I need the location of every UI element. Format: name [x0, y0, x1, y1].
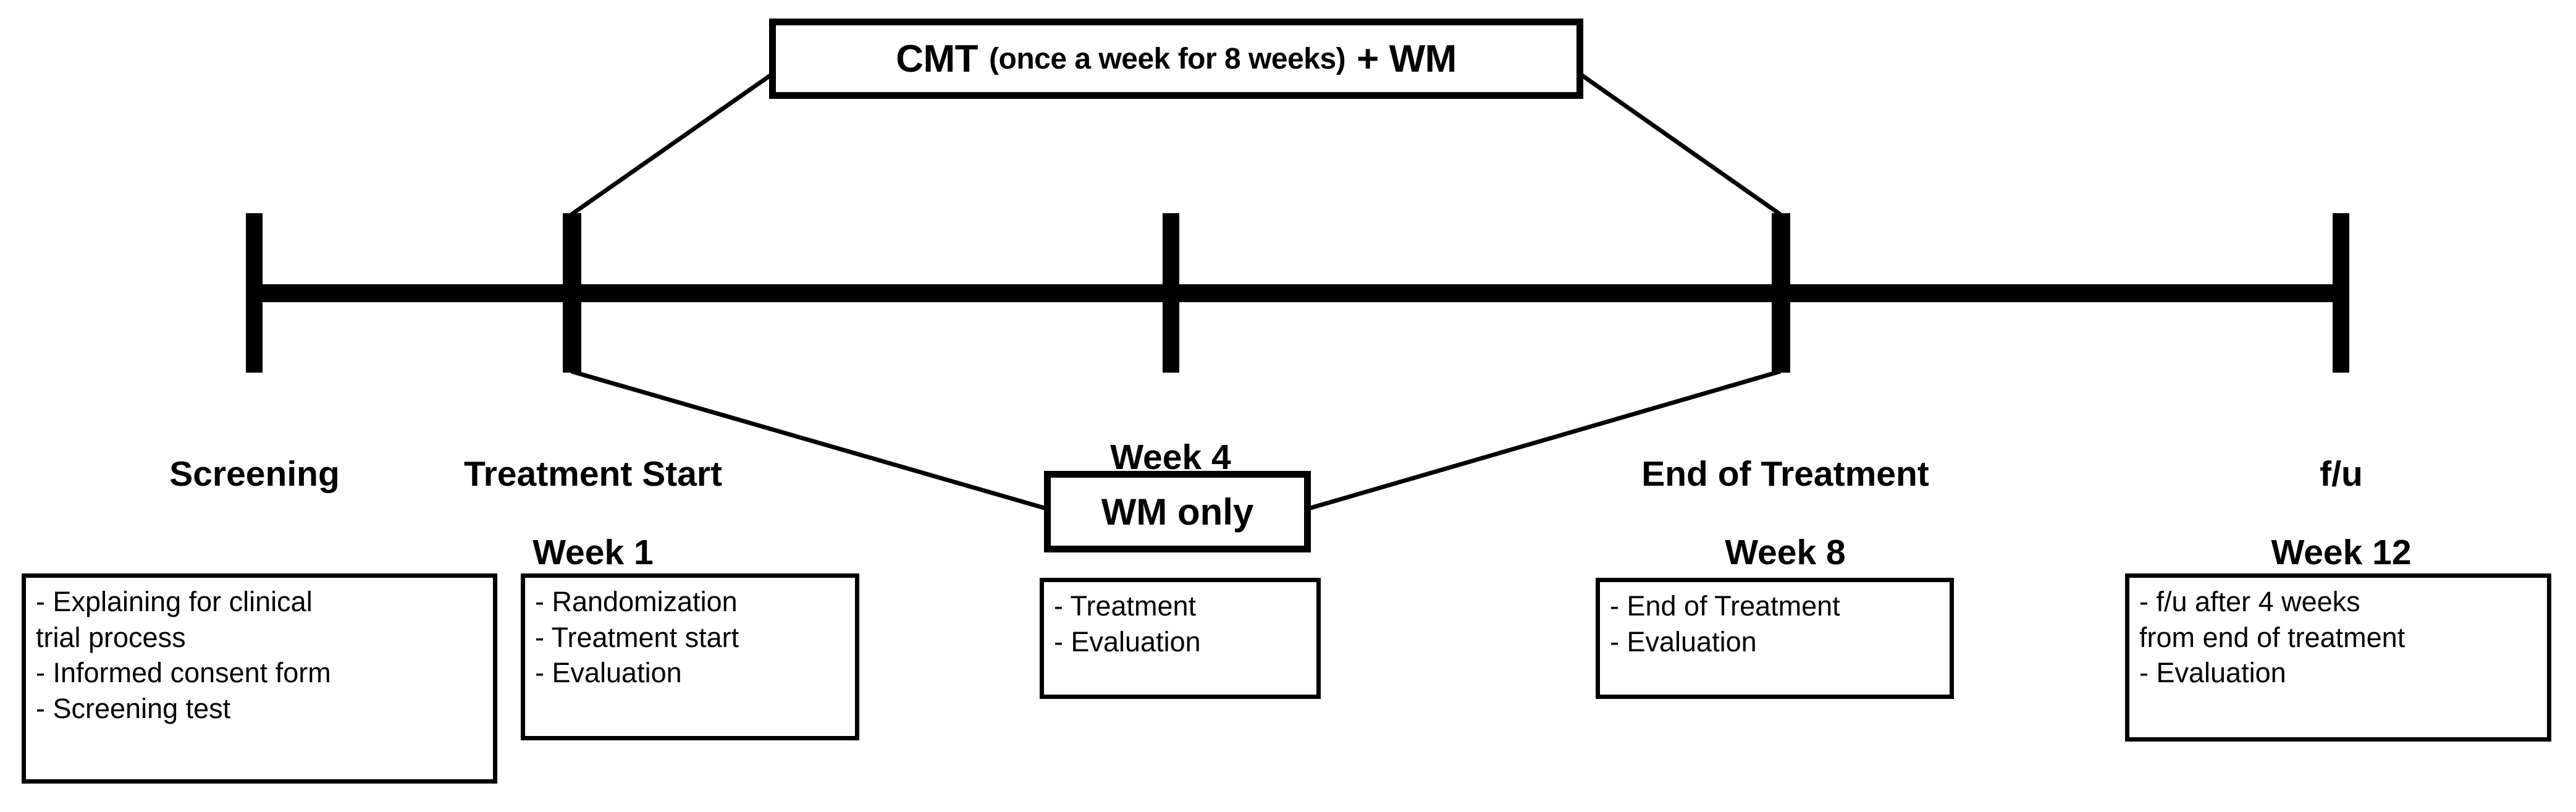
cmt-box-lead: CMT [896, 37, 979, 80]
detail-line: - Evaluation [535, 657, 682, 689]
tick-screening [246, 213, 263, 373]
connector-treatment-start-to-wm [571, 369, 1047, 511]
detail-box-follow-up: - f/u after 4 weeks from end of treatmen… [2125, 573, 2551, 742]
detail-line: - Evaluation [1054, 625, 1201, 658]
detail-line: - Evaluation [1610, 625, 1757, 658]
detail-box-screening: - Explaining for clinical trial process … [22, 573, 497, 784]
milestone-end-of-treatment-week: Week 8 [1725, 533, 1846, 573]
tick-week-4 [1163, 213, 1179, 373]
milestone-follow-up-title: f/u [2320, 454, 2363, 494]
cmt-box-detail: (once a week for 8 weeks) [989, 42, 1346, 75]
tick-follow-up [2333, 213, 2349, 373]
milestone-label-screening: Screening [82, 415, 427, 533]
tick-treatment-start [563, 213, 581, 373]
detail-box-treatment-start: - Randomization - Treatment start - Eval… [521, 573, 859, 740]
detail-line: - Treatment start [535, 621, 739, 653]
milestone-week-4-title: Week 4 [1110, 437, 1231, 477]
milestone-label-week-4: Week 4 [985, 399, 1356, 517]
connector-cmt-to-end-of-treatment [1580, 74, 1782, 216]
connector-wm-to-end-of-treatment [1308, 369, 1781, 511]
detail-line: - Evaluation [2139, 657, 2286, 689]
milestone-follow-up-week: Week 12 [2271, 533, 2412, 573]
wm-only-box: WM only [1044, 471, 1311, 552]
detail-line: - Explaining for clinical trial process [36, 586, 313, 653]
detail-box-week-4: - Treatment - Evaluation [1040, 578, 1321, 699]
detail-box-end-of-treatment: - End of Treatment - Evaluation [1596, 578, 1954, 699]
milestone-label-treatment-start: Treatment Start Week 1 [395, 415, 791, 612]
connector-treatment-start-to-cmt [570, 74, 772, 216]
timeline-axis [255, 284, 2347, 302]
wm-only-label: WM only [1101, 491, 1254, 533]
milestone-screening-title: Screening [169, 454, 340, 494]
detail-line: - Screening test [36, 692, 231, 724]
milestone-label-end-of-treatment: End of Treatment Week 8 [1544, 415, 2026, 612]
tick-end-of-treatment [1772, 213, 1790, 373]
detail-line: - Randomization [535, 586, 738, 617]
milestone-treatment-start-title: Treatment Start [463, 454, 723, 494]
cmt-box-tail: + WM [1357, 37, 1457, 80]
detail-line: - Treatment [1054, 590, 1197, 622]
milestone-end-of-treatment-title: End of Treatment [1641, 454, 1929, 494]
milestone-treatment-start-week: Week 1 [532, 533, 654, 573]
detail-line: - f/u after 4 weeks from end of treatmen… [2139, 586, 2406, 653]
detail-line: - End of Treatment [1610, 590, 1840, 622]
detail-line: - Informed consent form [36, 657, 331, 689]
milestone-label-follow-up: f/u Week 12 [2162, 415, 2520, 612]
cmt-treatment-box: CMT (once a week for 8 weeks) + WM [769, 19, 1583, 99]
